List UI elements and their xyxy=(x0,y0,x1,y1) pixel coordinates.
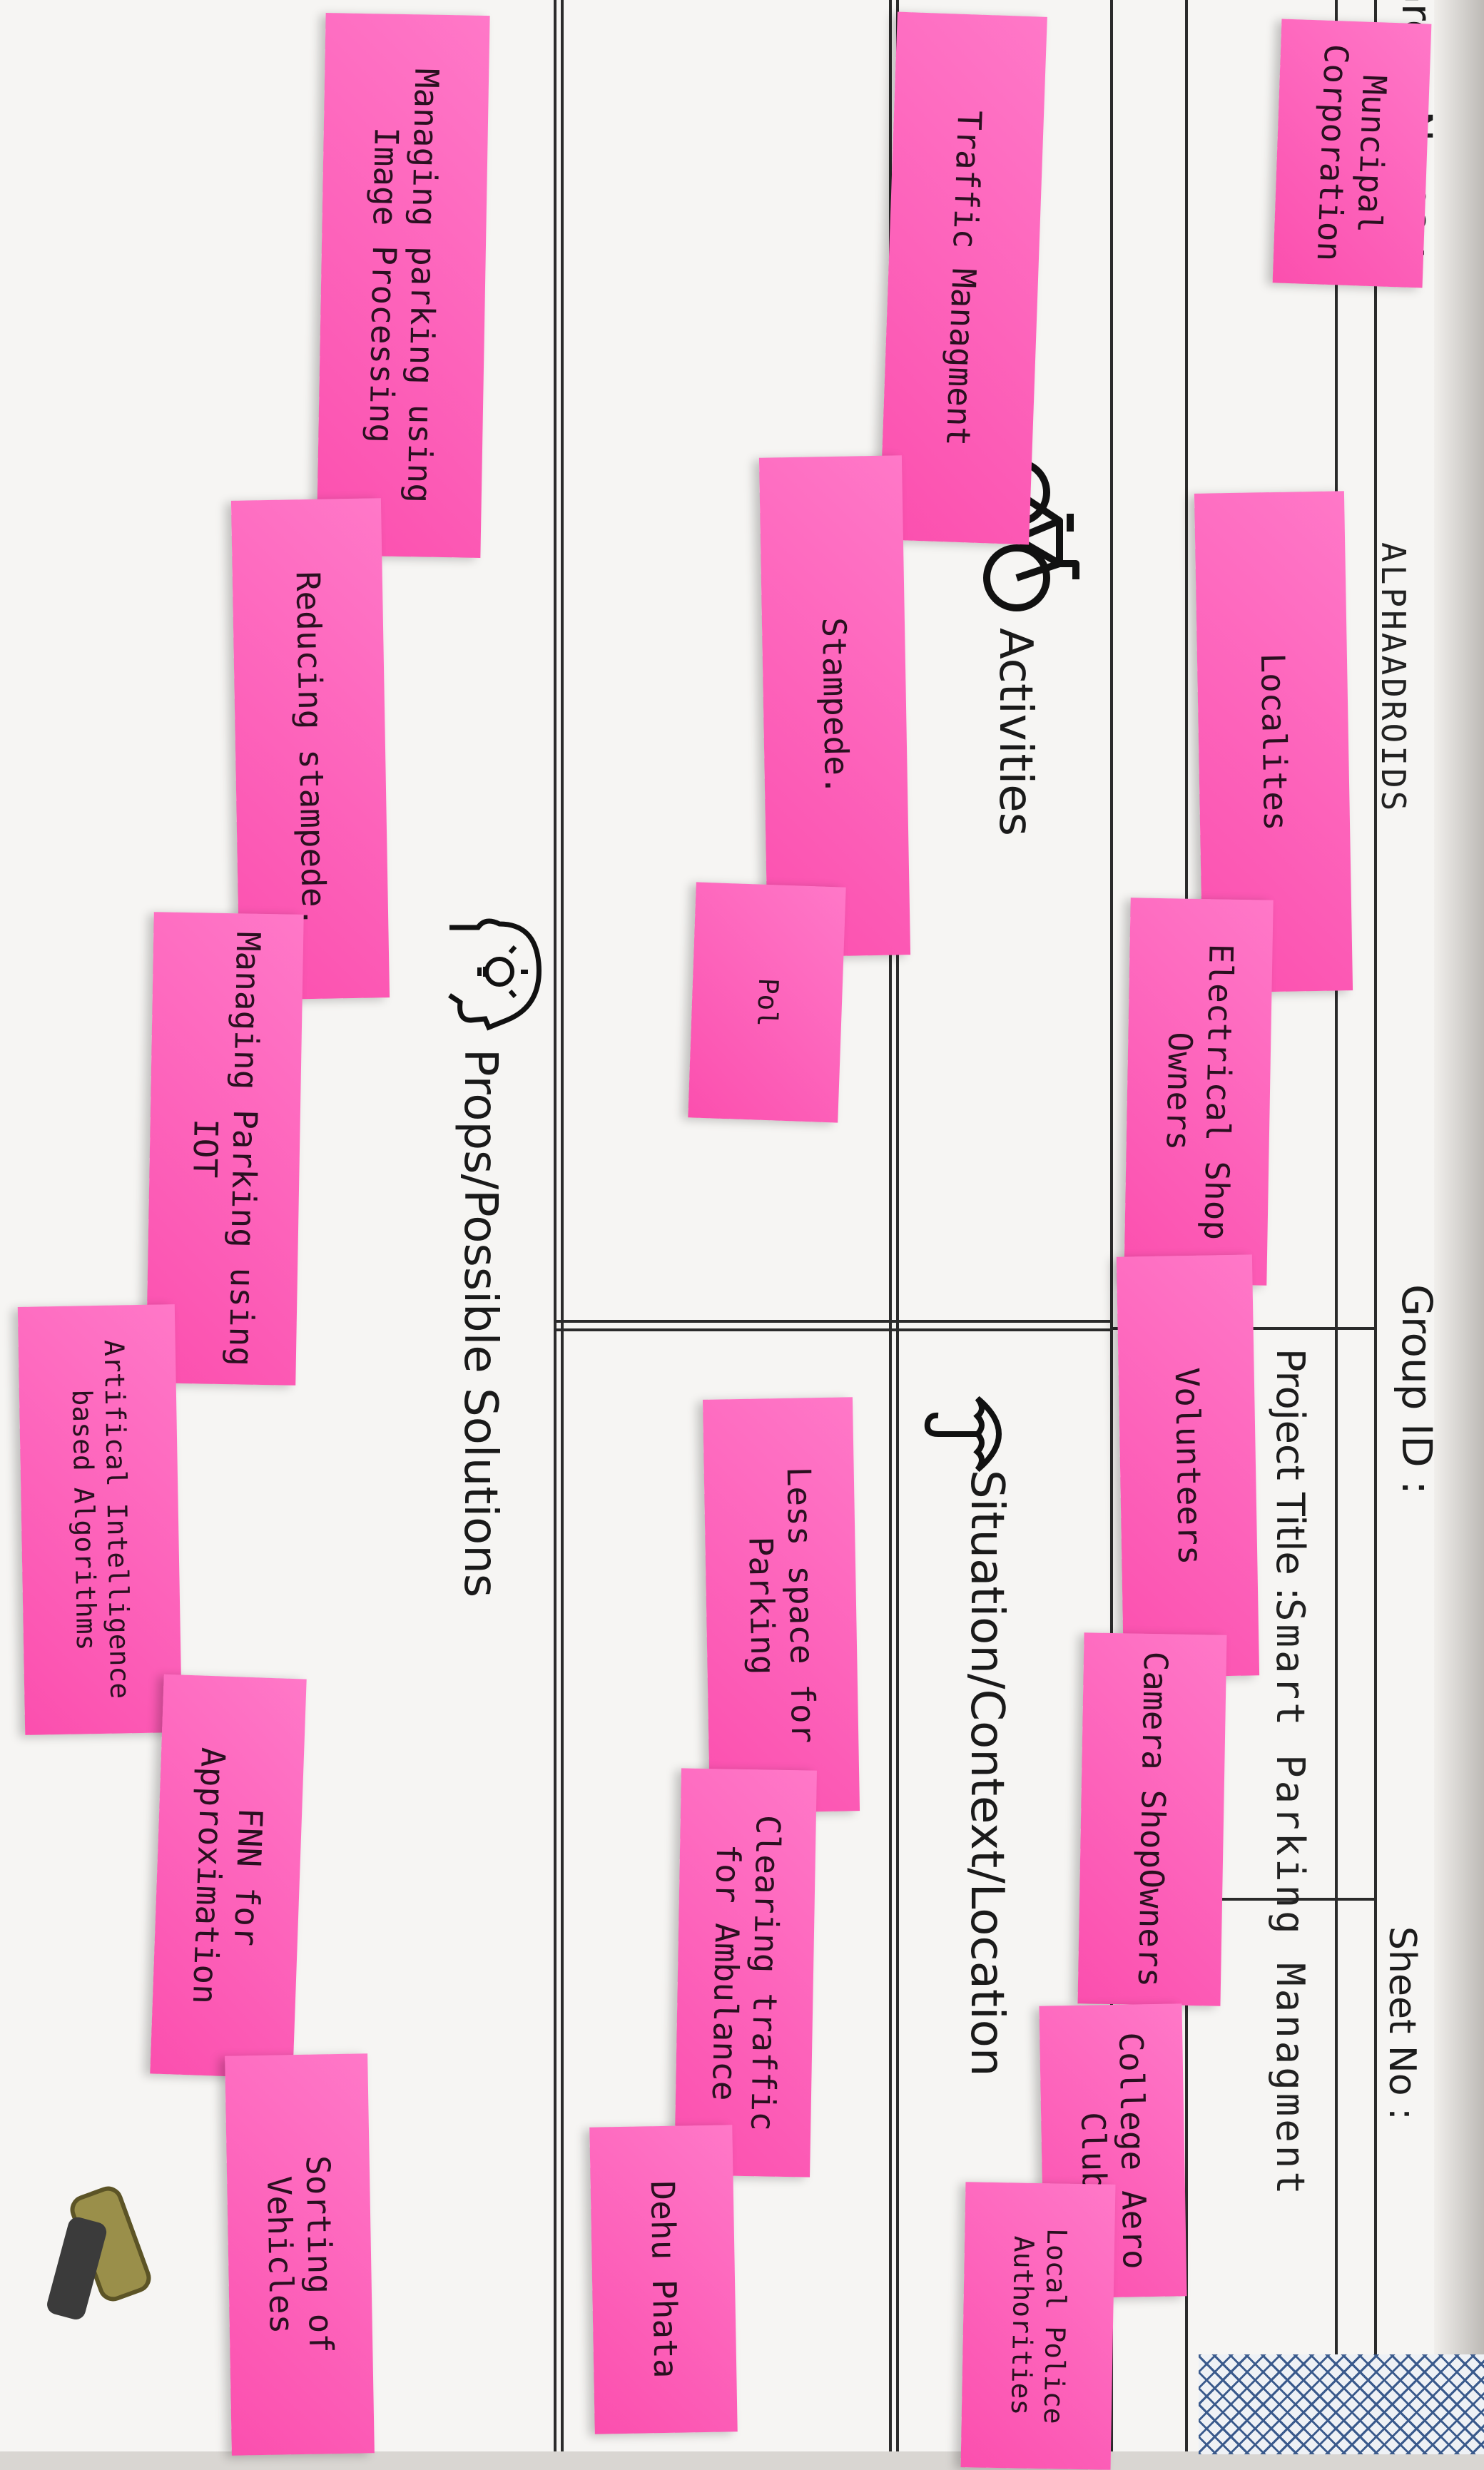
sticky-note-fnn-approximation: FNN for Approximation xyxy=(150,1674,307,2079)
props-top-rule-double xyxy=(554,0,556,2451)
mesh-tray-object xyxy=(1199,2354,1484,2454)
props-top-rule xyxy=(561,0,564,2451)
sticky-note-less-space-for-parking: Less space for Parking xyxy=(702,1397,860,1814)
sticky-note-dehu-phata: Dehu Phata xyxy=(589,2125,738,2434)
sticky-note-ai-algorithms: Artifical Intelligence based Algorithms xyxy=(17,1304,183,1735)
sticky-note-camera-shopowners: Camera ShopOwners xyxy=(1077,1632,1227,2006)
sheet-no-label: Sheet No : xyxy=(1381,1926,1423,2120)
sticky-note-electrical-shop-owners: Electrical Shop Owners xyxy=(1124,898,1274,1286)
sticky-note-sorting-vehicles: Sorting of Vehicles xyxy=(225,2053,375,2456)
table-edge-shadow xyxy=(1434,0,1484,2451)
thinking-head-lightbulb-icon xyxy=(448,918,542,1031)
situation-title: Situation/Context/Location xyxy=(960,1470,1013,2077)
activities-title: Activities xyxy=(989,628,1042,836)
props-title: Props/Possible Solutions xyxy=(454,1049,507,1598)
activities-situation-divider xyxy=(556,1320,1113,1323)
sticky-note-stampede: Stampede. xyxy=(758,455,911,957)
activities-situation-divider-double xyxy=(556,1328,1113,1331)
project-title-value: Smart Parking Managment xyxy=(1268,1598,1313,2197)
sticky-note-pol: Pol xyxy=(688,882,846,1123)
key-ring-object xyxy=(36,2176,164,2333)
sticky-note-volunteers: Volunteers xyxy=(1116,1254,1260,1678)
sticky-note-clearing-traffic-ambulance: Clearing traffic for Ambulance xyxy=(674,1768,817,2177)
project-title-label: Project Title : xyxy=(1268,1348,1313,1601)
header-rule-2 xyxy=(1335,0,1338,2451)
sticky-note-local-police-authorities: Local Police Authorities xyxy=(960,2182,1116,2470)
sticky-note-image-processing-parking: Managing parking using Image Processing xyxy=(316,13,490,558)
sticky-note-municipal-corporation: Muncipal Corporation xyxy=(1272,19,1432,288)
umbrella-icon xyxy=(924,1396,1002,1473)
group-name-value: ALPHAADROIDS xyxy=(1374,542,1413,814)
group-id-label: Group ID : xyxy=(1393,1284,1441,1495)
sticky-note-traffic-managment: Traffic Managment xyxy=(879,11,1047,545)
header-top-rule xyxy=(1374,0,1377,2451)
